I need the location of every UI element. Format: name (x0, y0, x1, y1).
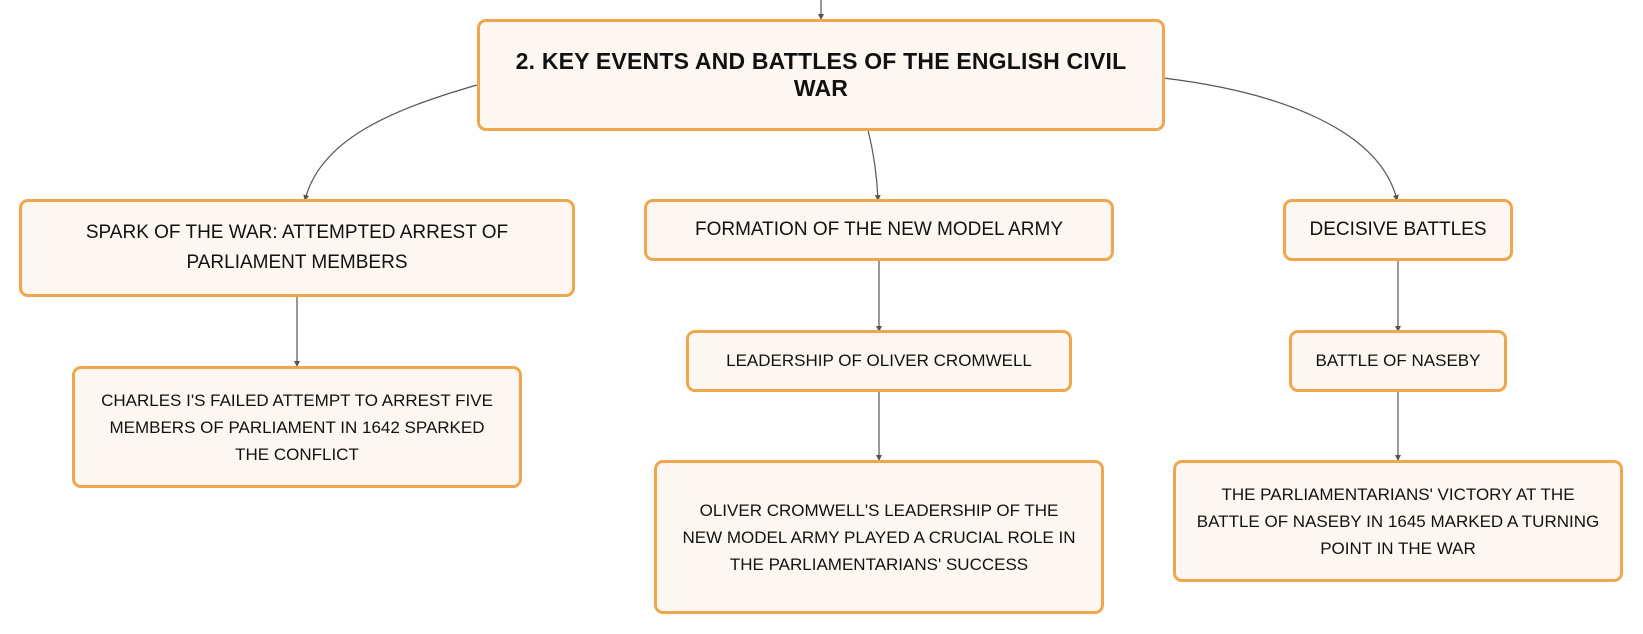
detail-node-arrest-attempt[interactable]: CHARLES I'S FAILED ATTEMPT TO ARREST FIV… (72, 366, 522, 488)
detail-node-label: CHARLES I'S FAILED ATTEMPT TO ARREST FIV… (101, 390, 493, 464)
detail-node-naseby-victory[interactable]: THE PARLIAMENTARIANS' VICTORY AT THE BAT… (1173, 460, 1623, 582)
child-node-cromwell-leadership[interactable]: LEADERSHIP OF OLIVER CROMWELL (686, 330, 1072, 392)
branch-node-label: DECISIVE BATTLES (1309, 219, 1487, 240)
branch-node-spark-of-war[interactable]: SPARK OF THE WAR: ATTEMPTED ARREST OF PA… (19, 199, 575, 297)
connector-root-to-decisive (1162, 77, 1399, 201)
child-node-label: BATTLE OF NASEBY (1315, 351, 1481, 370)
child-node-label: LEADERSHIP OF OLIVER CROMWELL (726, 351, 1032, 370)
branch-node-new-model-army[interactable]: FORMATION OF THE NEW MODEL ARMY (644, 199, 1114, 261)
child-node-battle-of-naseby[interactable]: BATTLE OF NASEBY (1289, 330, 1507, 392)
detail-node-label: OLIVER CROMWELL'S LEADERSHIP OF THE NEW … (682, 500, 1076, 574)
connector-root-to-formation (867, 129, 881, 201)
branch-node-label: FORMATION OF THE NEW MODEL ARMY (694, 219, 1064, 240)
connector-root-to-spark (303, 84, 478, 201)
branch-node-label: SPARK OF THE WAR: ATTEMPTED ARREST OF PA… (85, 222, 509, 273)
root-node-label: 2. KEY EVENTS AND BATTLES OF THE ENGLISH… (515, 48, 1127, 101)
detail-node-cromwell-role[interactable]: OLIVER CROMWELL'S LEADERSHIP OF THE NEW … (654, 460, 1104, 614)
branch-node-decisive-battles[interactable]: DECISIVE BATTLES (1283, 199, 1513, 261)
detail-node-label: THE PARLIAMENTARIANS' VICTORY AT THE BAT… (1196, 484, 1600, 558)
root-node[interactable]: 2. KEY EVENTS AND BATTLES OF THE ENGLISH… (477, 19, 1165, 131)
